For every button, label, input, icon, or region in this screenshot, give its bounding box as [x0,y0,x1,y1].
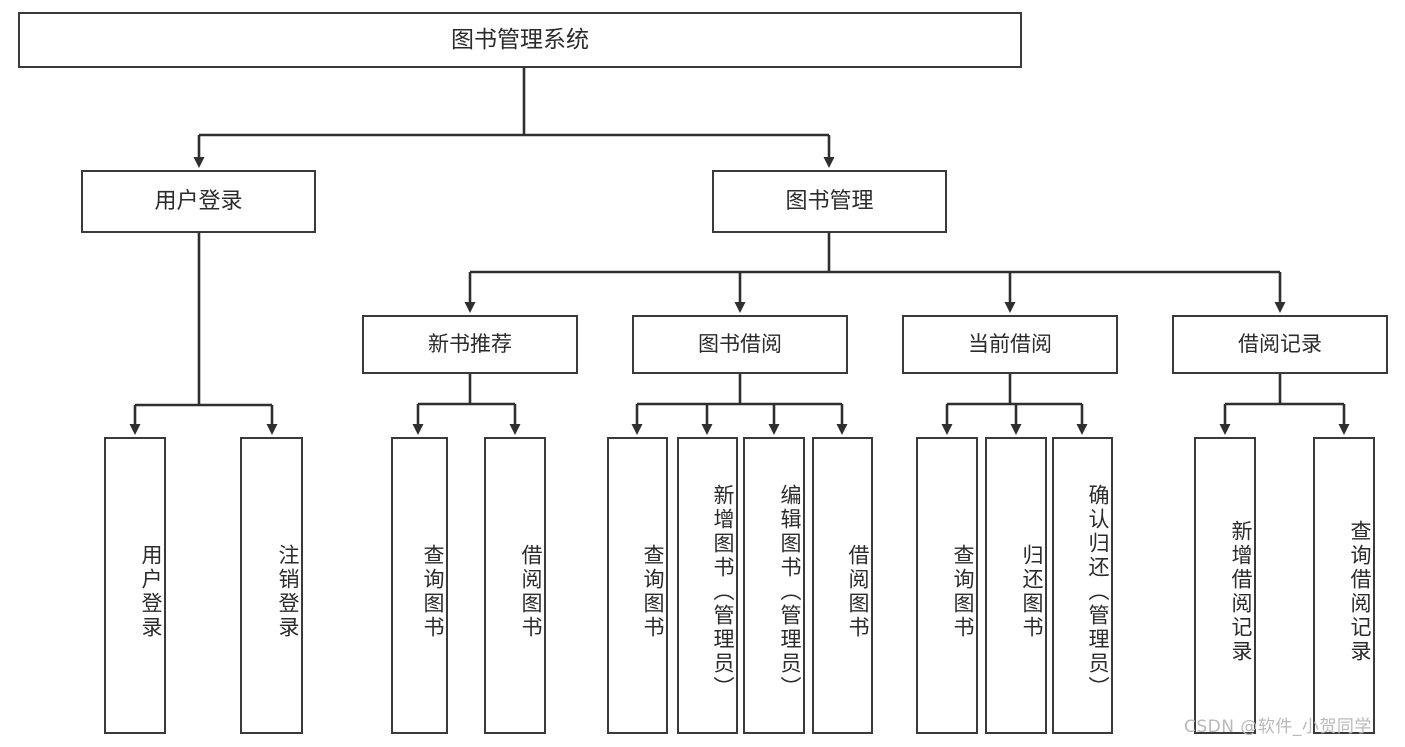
node-root-system[interactable]: 图书管理系统 [18,12,1022,68]
node-borrow-record[interactable]: 借阅记录 [1172,315,1388,374]
node-label: 新增借阅记录 [1229,519,1253,664]
leaf-borrow-book-recommend[interactable]: 借阅图书 [484,437,546,734]
node-label: 图书管理 [785,188,874,214]
leaf-query-borrow-record[interactable]: 查询借阅记录 [1313,437,1375,734]
node-user-login[interactable]: 用户登录 [81,170,316,233]
node-label: 借阅记录 [1238,332,1322,357]
node-book-management[interactable]: 图书管理 [712,170,947,233]
leaf-add-borrow-record[interactable]: 新增借阅记录 [1194,437,1256,734]
node-label: 新增图书（管理员） [711,483,735,700]
node-book-borrow[interactable]: 图书借阅 [632,315,848,374]
leaf-confirm-return-admin[interactable]: 确认归还（管理员） [1052,437,1113,734]
node-label: 图书借阅 [698,332,782,357]
node-label: 查询借阅记录 [1348,519,1372,664]
node-current-borrow[interactable]: 当前借阅 [902,315,1118,374]
node-label: 查询图书 [951,543,975,640]
leaf-edit-book-admin[interactable]: 编辑图书（管理员） [743,437,805,734]
node-label: 查询图书 [641,543,665,640]
node-label: 注销登录 [276,543,300,640]
leaf-query-book-recommend[interactable]: 查询图书 [391,437,448,734]
node-label: 用户登录 [139,543,163,640]
csdn-watermark: CSDN @软件_小贺同学 [1184,717,1372,737]
leaf-return-book[interactable]: 归还图书 [985,437,1047,734]
node-label: 图书管理系统 [451,26,589,53]
leaf-query-book-borrow[interactable]: 查询图书 [607,437,668,734]
node-label: 归还图书 [1020,543,1044,640]
node-label: 新书推荐 [428,332,512,357]
node-label: 借阅图书 [519,543,543,640]
node-label: 确认归还（管理员） [1086,483,1110,700]
node-label: 用户登录 [154,188,243,214]
leaf-query-book-current[interactable]: 查询图书 [916,437,978,734]
leaf-user-login[interactable]: 用户登录 [104,437,166,734]
node-label: 编辑图书（管理员） [778,483,802,700]
node-new-book-recommend[interactable]: 新书推荐 [362,315,578,374]
leaf-add-book-admin[interactable]: 新增图书（管理员） [677,437,738,734]
node-label: 借阅图书 [846,543,870,640]
node-label: 查询图书 [421,543,445,640]
node-label: 当前借阅 [968,332,1052,357]
leaf-logout[interactable]: 注销登录 [240,437,303,734]
leaf-borrow-book[interactable]: 借阅图书 [812,437,873,734]
